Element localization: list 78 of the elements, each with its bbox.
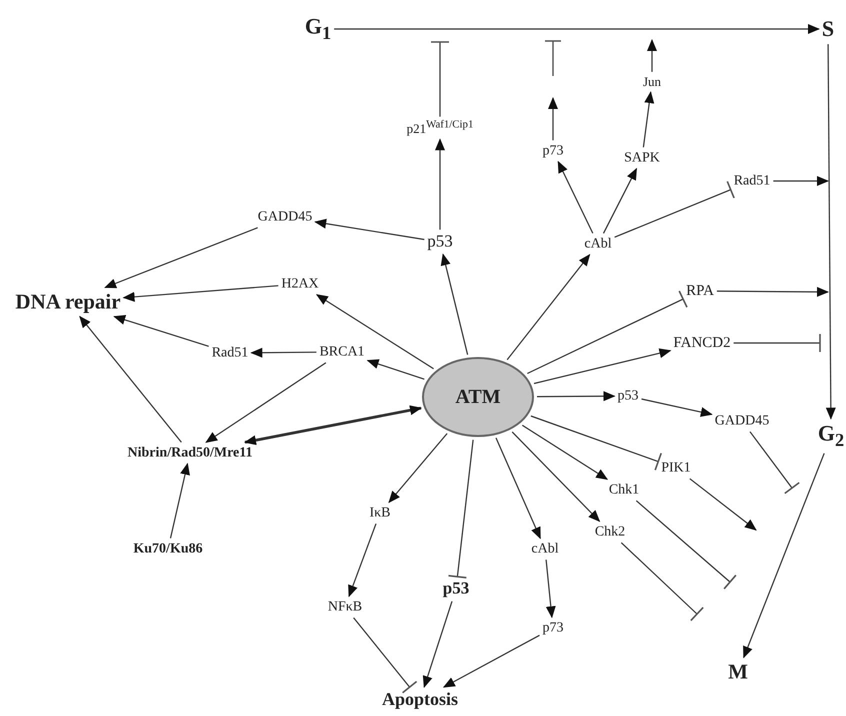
- arrow: [743, 453, 825, 658]
- gene-label: Chk1: [608, 482, 640, 498]
- gene-label: BRCA1: [319, 344, 365, 360]
- arrow: [388, 433, 448, 504]
- complex-label: Ku70/Ku86: [133, 541, 203, 557]
- arrow: [647, 39, 657, 72]
- arrow: [826, 44, 836, 420]
- inhibition-line: [430, 41, 450, 117]
- inhibition-line: [527, 290, 688, 374]
- inhibition-line: [448, 440, 474, 579]
- inhibition-line: [734, 333, 821, 353]
- arrow: [113, 315, 209, 347]
- arrow: [558, 160, 594, 234]
- complex-label: Nibrin/Rad50/Mre11: [128, 445, 252, 461]
- arrow: [442, 634, 540, 688]
- arrow: [435, 138, 445, 230]
- arrow: [602, 168, 638, 234]
- arrow: [250, 348, 316, 358]
- inhibition-line: [620, 542, 704, 622]
- arrow: [642, 91, 654, 148]
- arrow: [534, 348, 672, 384]
- arrow: [689, 478, 757, 531]
- gene-label: SAPK: [624, 150, 660, 166]
- arrow: [334, 24, 820, 34]
- gene-label: GADD45: [714, 413, 770, 429]
- arrow: [495, 438, 541, 540]
- gene-label: p73: [542, 143, 564, 159]
- gene-label: Rad51: [734, 173, 770, 189]
- arrow: [537, 391, 616, 402]
- gene-label: p53: [427, 232, 453, 252]
- gene-label: PIK1: [661, 460, 691, 476]
- gene-label: H2AX: [281, 276, 319, 292]
- gene-label: p53: [618, 388, 638, 404]
- arrow: [512, 431, 600, 522]
- phase-label: G$_{2}$: [818, 422, 844, 450]
- protein-ellipse: ATM: [422, 357, 534, 437]
- gene-label: Jun: [642, 74, 662, 90]
- arrow: [522, 424, 608, 480]
- arrow: [773, 176, 829, 186]
- gene-label: cAbl: [531, 541, 559, 557]
- inhibition-line: [614, 180, 735, 238]
- outcome-label: DNA repair: [15, 290, 121, 314]
- arrow: [546, 560, 556, 618]
- arrow: [122, 285, 278, 302]
- phase-label: M: [728, 660, 748, 684]
- arrow: [641, 398, 713, 417]
- outcome-label: Apoptosis: [382, 690, 458, 710]
- inhibition-line: [750, 431, 800, 494]
- phase-label: S: [822, 16, 834, 42]
- gene-label: Rad51: [212, 345, 248, 361]
- phase-label: G$_{1}$: [304, 14, 332, 44]
- gene-label: p21$^{Waf1/Cip1}$: [406, 120, 474, 136]
- gene-label: cAbl: [584, 236, 612, 252]
- arrow: [548, 97, 558, 140]
- arrow: [366, 359, 424, 380]
- inhibition-line: [636, 500, 737, 590]
- gene-label: p73: [542, 620, 564, 636]
- arrow: [440, 253, 468, 355]
- arrow: [316, 294, 434, 370]
- inhibition-line: [530, 415, 662, 471]
- arrow: [716, 286, 829, 297]
- gene-label: NFκB: [328, 599, 362, 615]
- gene-label: RPA: [686, 282, 714, 300]
- gene-label: IκB: [369, 505, 391, 521]
- arrow: [314, 218, 424, 240]
- arrow: [422, 601, 453, 688]
- arrow: [79, 316, 182, 443]
- gene-label: GADD45: [258, 209, 312, 225]
- arrow: [104, 227, 258, 288]
- arrow: [506, 254, 590, 360]
- arrow: [205, 362, 326, 443]
- inhibition-line: [353, 617, 418, 694]
- arrow: [348, 524, 377, 598]
- gene-label: Chk2: [594, 524, 626, 540]
- gene-label: FANCD2: [673, 334, 731, 352]
- gene-label: p53: [442, 580, 470, 598]
- arrow: [170, 462, 190, 538]
- arrow: [244, 405, 422, 446]
